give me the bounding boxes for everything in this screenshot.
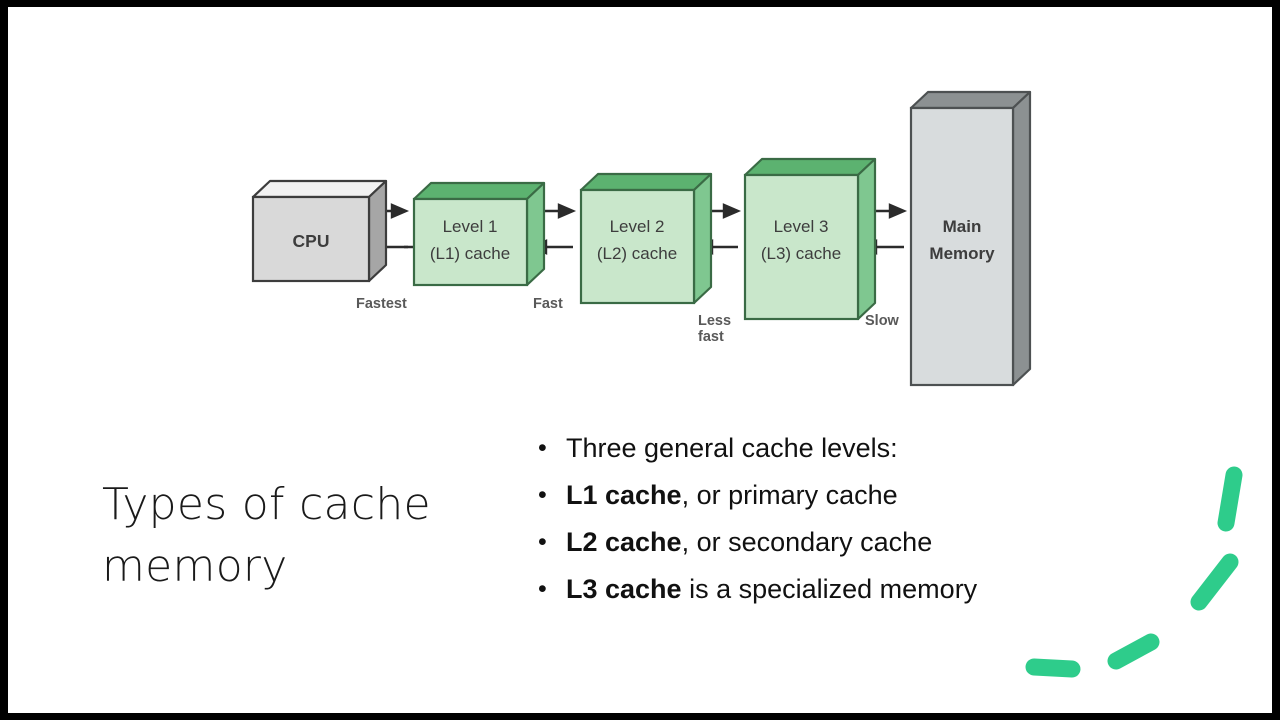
diagram-box-l1-label-line1: Level 1 bbox=[443, 217, 498, 236]
diagram-box-memory-label-line1: Main bbox=[943, 217, 982, 236]
diagram-speed-labels: Fastest Fast Less fast Slow bbox=[356, 296, 900, 345]
list-item: L1 cache, or primary cache bbox=[535, 472, 1135, 519]
page-title: Types of cache memory bbox=[102, 474, 502, 599]
diagram-box-l2-label-line1: Level 2 bbox=[610, 217, 665, 236]
diagram-box-l3-label-line2: (L3) cache bbox=[761, 244, 841, 263]
diagram-box-l3: Level 3 (L3) cache bbox=[743, 157, 877, 321]
diagram-box-l2: Level 2 (L2) cache bbox=[579, 172, 713, 305]
list-item: L3 cache is a specialized memory bbox=[535, 566, 1135, 613]
slide-canvas: CPU Level 1 (L1) cache Level 2 (L2) ca bbox=[8, 7, 1272, 713]
speed-label-fastest: Fastest bbox=[356, 296, 407, 312]
deco-dash-4 bbox=[1025, 658, 1081, 678]
speed-label-lessfast-line1: Less bbox=[698, 313, 731, 329]
list-item-text: Three general cache levels: bbox=[566, 433, 898, 463]
diagram-box-cpu: CPU bbox=[251, 179, 388, 283]
diagram-box-memory-label-line2: Memory bbox=[929, 244, 995, 263]
diagram-box-cpu-label: CPU bbox=[293, 231, 330, 251]
page-title-line-1: Types of cache bbox=[102, 479, 431, 530]
diagram-box-main-memory: Main Memory bbox=[909, 90, 1032, 387]
list-item-text: , or secondary cache bbox=[681, 527, 933, 557]
list-item-bold: L1 cache bbox=[566, 480, 682, 510]
list-item-bold: L2 cache bbox=[566, 527, 682, 557]
list-item: Three general cache levels: bbox=[535, 425, 1135, 472]
deco-dash-2 bbox=[1190, 553, 1239, 611]
deco-dash-1 bbox=[1217, 466, 1243, 532]
list-item-bold: L3 cache bbox=[566, 574, 682, 604]
list-item: L2 cache, or secondary cache bbox=[535, 519, 1135, 566]
diagram-box-l1: Level 1 (L1) cache bbox=[412, 181, 546, 287]
list-item-text: is a specialized memory bbox=[681, 574, 978, 604]
list-item-text: , or primary cache bbox=[681, 480, 898, 510]
speed-label-lessfast-line2: fast bbox=[698, 329, 724, 345]
diagram-box-l2-label-line2: (L2) cache bbox=[597, 244, 677, 263]
cache-hierarchy-diagram: CPU Level 1 (L1) cache Level 2 (L2) ca bbox=[8, 7, 1272, 407]
page-title-line-2: memory bbox=[102, 541, 288, 593]
diagram-box-l1-label-line2: (L1) cache bbox=[430, 244, 510, 263]
speed-label-slow: Slow bbox=[865, 313, 900, 329]
deco-dash-3 bbox=[1107, 633, 1160, 670]
speed-label-fast: Fast bbox=[533, 296, 563, 312]
diagram-box-l3-label-line1: Level 3 bbox=[774, 217, 829, 236]
bullet-list: Three general cache levels: L1 cache, or… bbox=[535, 425, 1135, 613]
